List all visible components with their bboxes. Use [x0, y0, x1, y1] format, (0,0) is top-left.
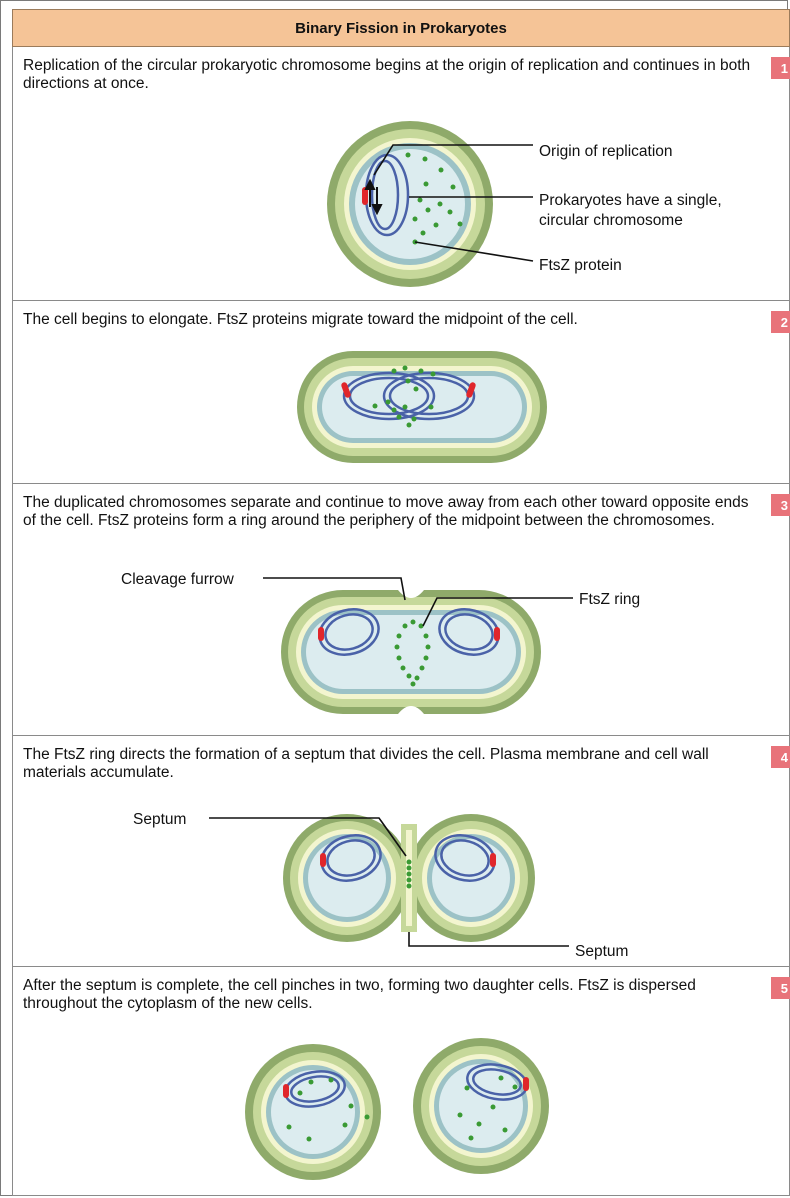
label-ftsz-ring: FtsZ ring	[579, 591, 640, 608]
step-2-panel: The cell begins to elongate. FtsZ protei…	[12, 301, 790, 484]
round-cell	[327, 121, 493, 287]
step-3-diagram: Cleavage furrow FtsZ ring	[13, 484, 790, 736]
origin-marker-right	[490, 853, 496, 867]
label-cleavage-furrow: Cleavage furrow	[121, 571, 235, 588]
step-5-panel: After the septum is complete, the cell p…	[12, 967, 790, 1196]
step-2-diagram	[13, 301, 790, 484]
daughter-cell-left	[245, 1044, 381, 1180]
label-septum-bottom: Septum	[575, 943, 628, 960]
step-1-diagram: Origin of replication Prokaryotes have a…	[13, 47, 790, 301]
daughter-cell-right	[413, 1038, 549, 1174]
label-single-chromosome-line1: Prokaryotes have a single,	[539, 192, 722, 209]
step-3-panel: The duplicated chromosomes separate and …	[12, 484, 790, 736]
label-septum-top: Septum	[133, 811, 186, 828]
figure-title: Binary Fission in Prokaryotes	[12, 9, 790, 47]
origin-marker-right	[494, 627, 500, 641]
pinching-cell	[281, 590, 541, 714]
origin-marker-left	[318, 627, 324, 641]
step-4-panel: The FtsZ ring directs the formation of a…	[12, 736, 790, 967]
label-origin-of-replication: Origin of replication	[539, 143, 673, 160]
label-ftsz-protein: FtsZ protein	[539, 257, 622, 274]
step-4-diagram: Septum Septum	[13, 736, 790, 967]
step-1-panel: Replication of the circular prokaryotic …	[12, 47, 790, 301]
step-5-diagram	[13, 967, 790, 1196]
label-single-chromosome-line2: circular chromosome	[539, 212, 683, 229]
origin-marker-left	[320, 853, 326, 867]
